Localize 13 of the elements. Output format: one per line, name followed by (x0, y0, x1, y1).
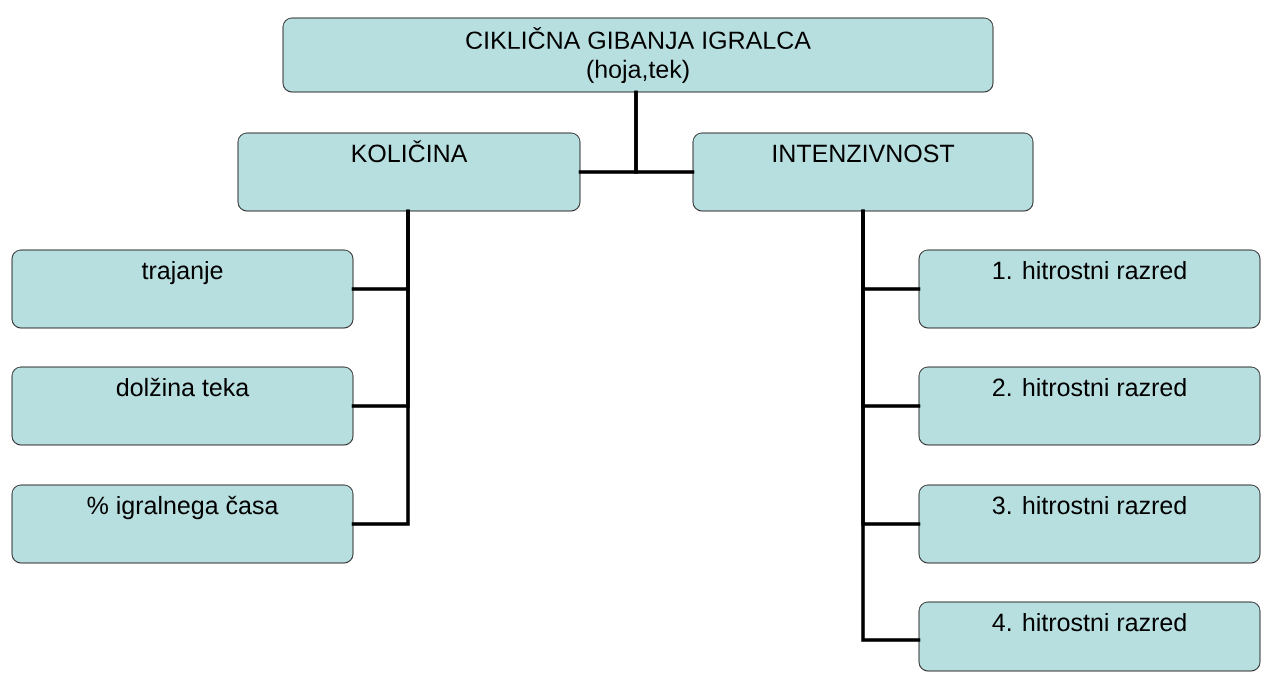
concept-box: trajanje (11, 249, 354, 329)
concept-box: CIKLIČNA GIBANJA IGRALCA (hoja,tek) (282, 17, 994, 93)
concept-box: INTENZIVNOST (692, 132, 1034, 212)
connector-line (861, 209, 921, 642)
concept-box: 2. hitrostni razred (918, 366, 1261, 446)
concept-box: 3. hitrostni razred (918, 484, 1261, 564)
concept-box: KOLIČINA (237, 132, 581, 212)
concept-box: 1. hitrostni razred (918, 249, 1261, 329)
connector-line (351, 209, 410, 526)
concept-box: 4. hitrostni razred (918, 601, 1261, 672)
concept-box: dolžina teka (11, 366, 354, 446)
concept-box: % igralnega časa (11, 484, 354, 564)
connector-line (634, 90, 695, 174)
